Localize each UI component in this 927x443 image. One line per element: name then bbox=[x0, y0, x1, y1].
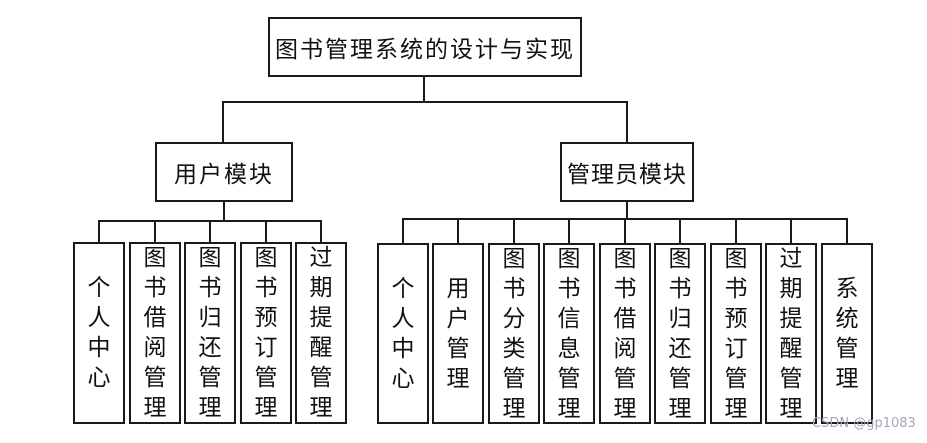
connector-admin-leaf-drop bbox=[624, 218, 626, 243]
leaf-label: 图书归还管理 bbox=[668, 245, 692, 422]
connector-user-leaf-drop bbox=[265, 220, 267, 242]
leaf-label: 过期提醒管理 bbox=[779, 245, 803, 422]
connector-user-drop bbox=[222, 101, 224, 142]
connector-admin-drop bbox=[626, 101, 628, 142]
connector-admin-stub bbox=[626, 202, 628, 220]
leaf-node: 图书预订管理 bbox=[710, 243, 762, 424]
leaf-node: 图书归还管理 bbox=[654, 243, 706, 424]
leaf-node: 个人中心 bbox=[73, 242, 125, 424]
leaf-node: 个人中心 bbox=[377, 243, 429, 424]
leaf-label: 图书归还管理 bbox=[198, 245, 222, 421]
connector-admin-leaf-drop bbox=[513, 218, 515, 243]
leaf-node: 图书归还管理 bbox=[184, 242, 236, 424]
leaf-node: 图书分类管理 bbox=[488, 243, 540, 424]
connector-admin-leaf-drop bbox=[568, 218, 570, 243]
leaf-node: 图书预订管理 bbox=[240, 242, 292, 424]
connector-admin-leaf-drop bbox=[402, 218, 404, 243]
connector-admin-leaf-drop bbox=[735, 218, 737, 243]
connector-admin-leaf-drop bbox=[846, 218, 848, 243]
leaf-label: 图书借阅管理 bbox=[143, 245, 167, 421]
node-root-label: 图书管理系统的设计与实现 bbox=[275, 37, 575, 63]
node-root: 图书管理系统的设计与实现 bbox=[268, 17, 582, 77]
leaf-node: 图书借阅管理 bbox=[129, 242, 181, 424]
leaf-label: 用户管理 bbox=[446, 275, 470, 392]
leaf-node: 图书信息管理 bbox=[543, 243, 595, 424]
node-user-module-label: 用户模块 bbox=[174, 162, 274, 188]
connector-user-stub bbox=[223, 202, 225, 222]
connector-admin-leaf-drop bbox=[679, 218, 681, 243]
connector-user-leaf-drop bbox=[320, 220, 322, 242]
leaf-node: 用户管理 bbox=[432, 243, 484, 424]
connector-admin-leaf-drop bbox=[790, 218, 792, 243]
connector-root-stub bbox=[423, 77, 425, 103]
connector-user-leaf-drop bbox=[154, 220, 156, 242]
leaf-label: 图书预订管理 bbox=[254, 245, 278, 421]
node-user-module: 用户模块 bbox=[155, 142, 293, 202]
leaf-label: 图书分类管理 bbox=[502, 245, 526, 422]
leaf-node: 过期提醒管理 bbox=[765, 243, 817, 424]
leaf-label: 图书预订管理 bbox=[724, 245, 748, 422]
leaf-node: 系统管理 bbox=[821, 243, 873, 424]
connector-user-leaf-drop bbox=[98, 220, 100, 242]
leaf-node: 过期提醒管理 bbox=[295, 242, 347, 424]
leaf-node: 图书借阅管理 bbox=[599, 243, 651, 424]
watermark: CSDN @gp1083 bbox=[812, 416, 916, 431]
leaf-label: 过期提醒管理 bbox=[309, 245, 333, 421]
connector-level1-horizontal bbox=[222, 101, 628, 103]
node-admin-module: 管理员模块 bbox=[560, 142, 694, 202]
connector-user-leaf-drop bbox=[209, 220, 211, 242]
leaf-label: 系统管理 bbox=[835, 275, 859, 392]
leaf-label: 个人中心 bbox=[87, 275, 111, 391]
connector-admin-leaf-drop bbox=[457, 218, 459, 243]
leaf-label: 个人中心 bbox=[391, 275, 415, 392]
leaf-label: 图书信息管理 bbox=[557, 245, 581, 422]
node-admin-module-label: 管理员模块 bbox=[567, 162, 687, 188]
leaf-label: 图书借阅管理 bbox=[613, 245, 637, 422]
